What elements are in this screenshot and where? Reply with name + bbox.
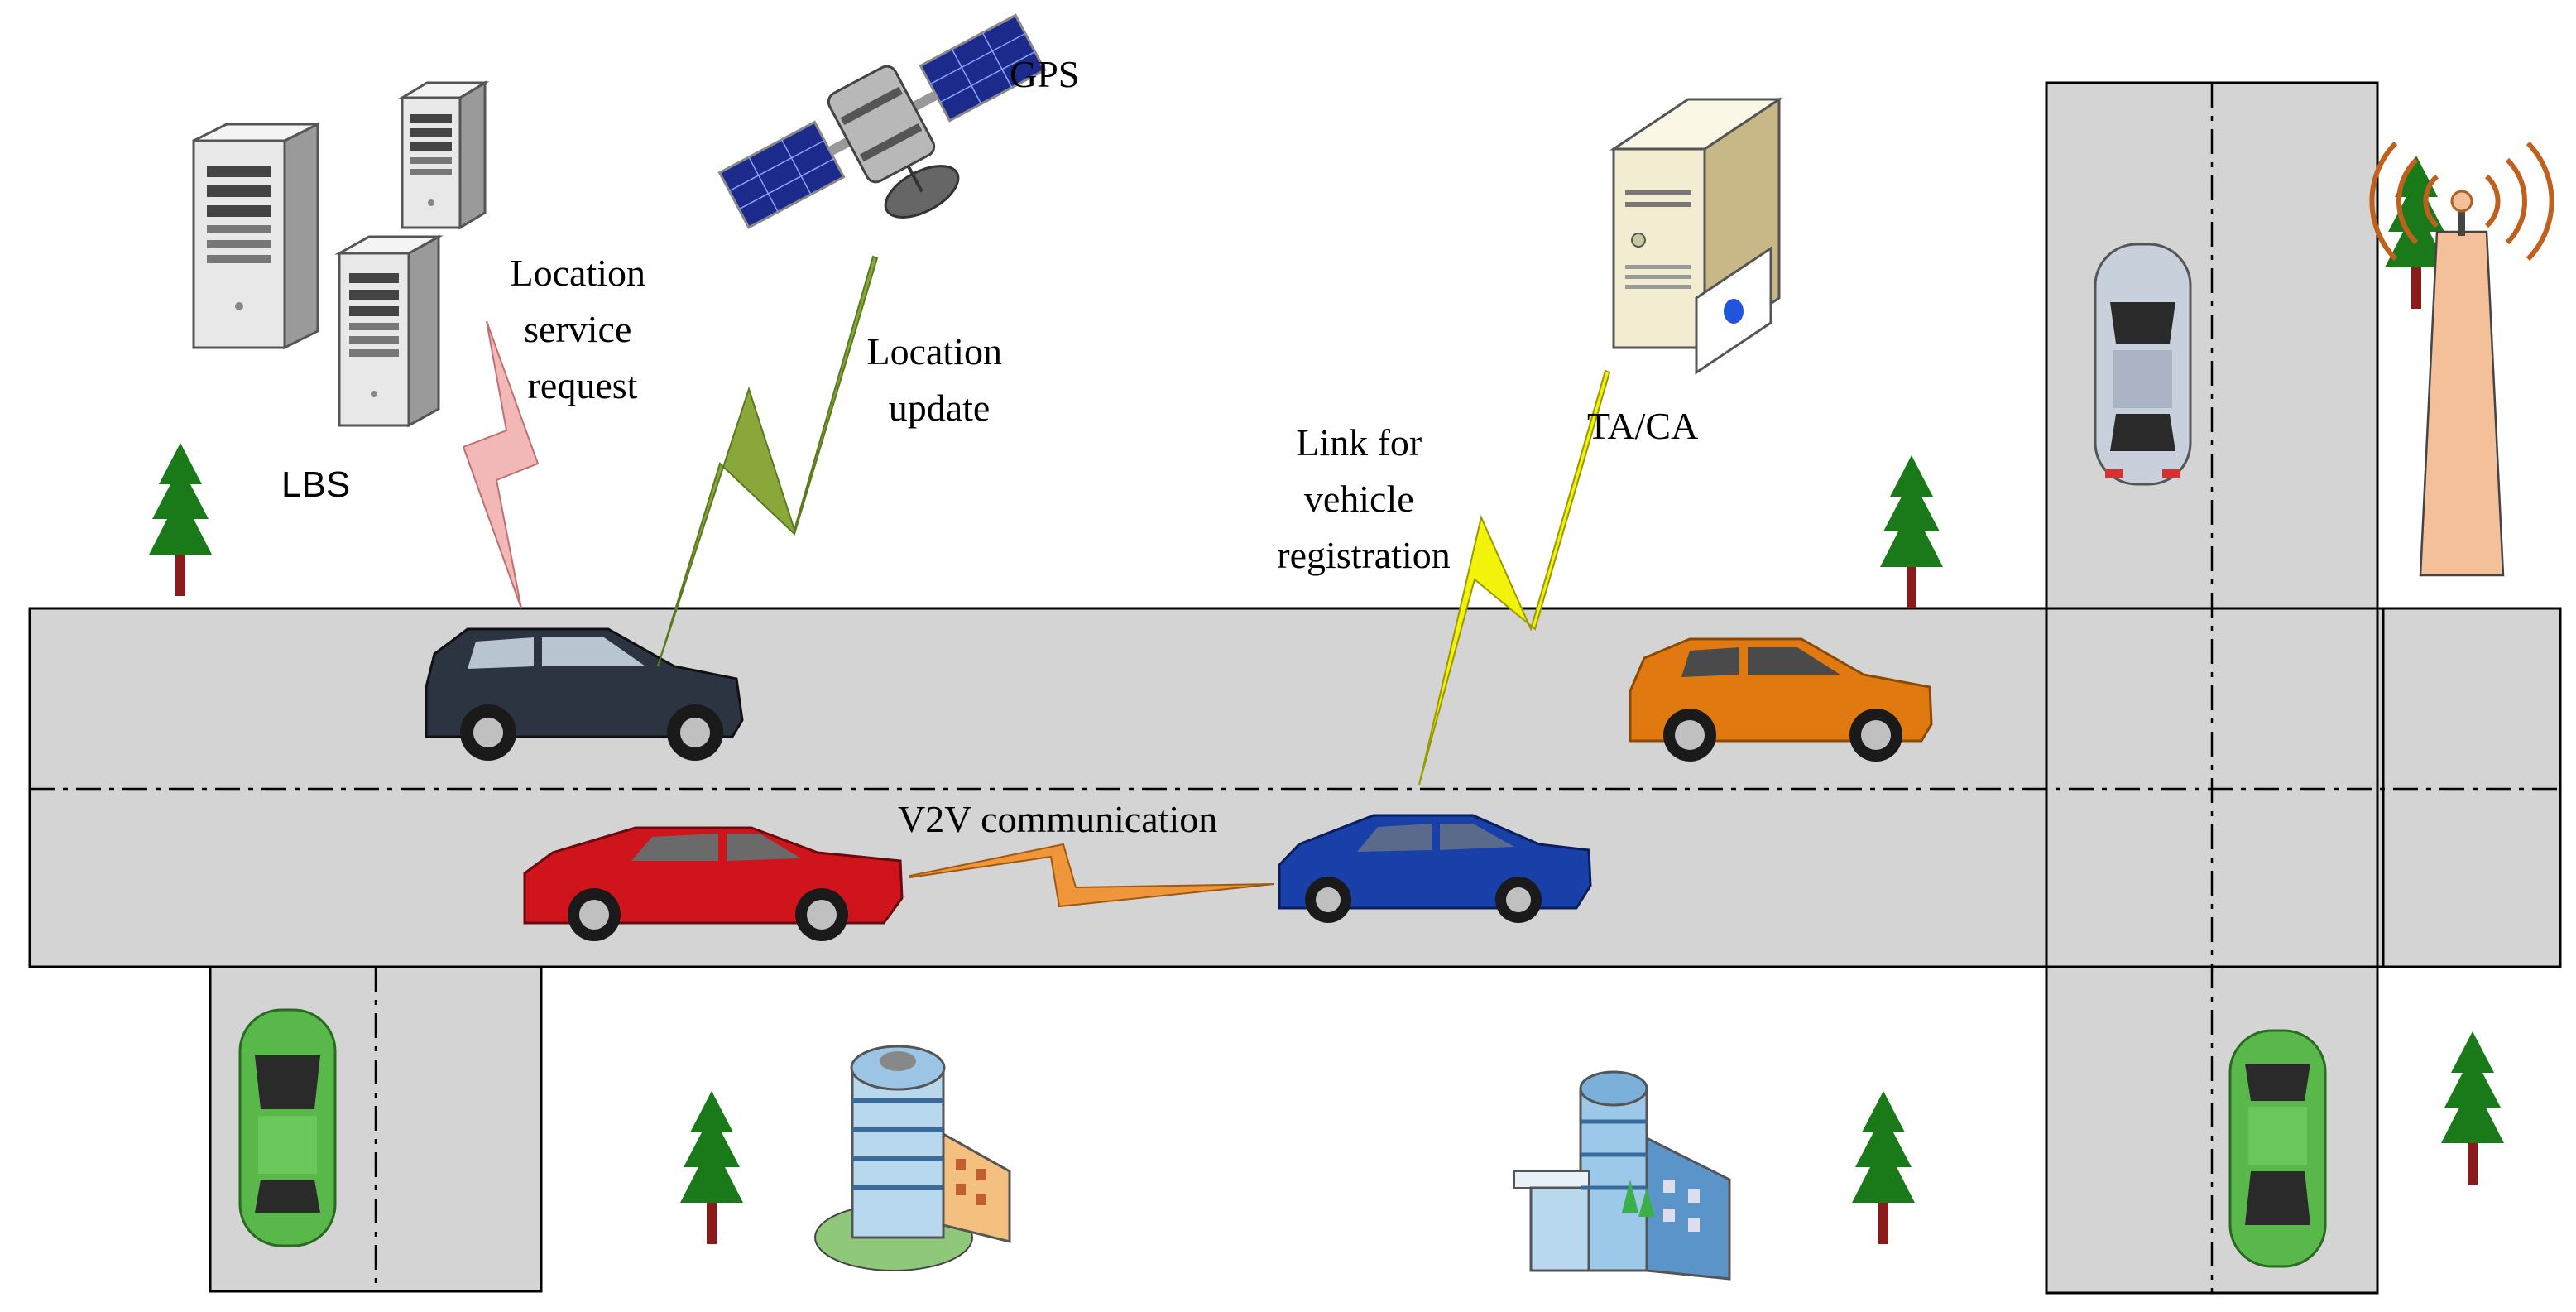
- link-for-vehicle-registration-line: vehicle: [1304, 478, 1414, 520]
- lbs-label: LBS: [281, 464, 350, 505]
- location-update-line: update: [889, 387, 991, 429]
- v2v-communication-label: V2V communication: [898, 798, 1217, 840]
- office-building-icon: [814, 1045, 1011, 1271]
- car-silver-topview: [2094, 243, 2192, 486]
- server-tower-icon: [192, 80, 490, 428]
- links: [462, 255, 1611, 908]
- link-ta: [1418, 369, 1611, 786]
- link-gps: [657, 255, 879, 667]
- link-v2v: [909, 843, 1275, 908]
- link-lbs: [462, 320, 540, 609]
- car-orange-suv: [1629, 637, 1933, 762]
- tree-icon: [1852, 1091, 1915, 1244]
- ta-ca-label: TA/CA: [1587, 405, 1698, 447]
- tree-icon: [680, 1091, 743, 1244]
- car-green-topview: [2228, 1029, 2327, 1268]
- link-for-vehicle-registration-label: Link for vehicle registration: [1277, 421, 1451, 576]
- tree-icon: [2441, 1031, 2504, 1185]
- link-for-vehicle-registration-line: Link for: [1296, 421, 1422, 464]
- server-certificate-icon: [1609, 97, 1783, 375]
- location-service-request-label: Location service request: [511, 252, 655, 406]
- trees: [149, 156, 2504, 1244]
- car-green-topview: [238, 1008, 337, 1247]
- satellite-icon: [717, 13, 1047, 229]
- gps-label: GPS: [1010, 53, 1079, 95]
- office-building-icon: [1513, 1070, 1731, 1281]
- tree-icon: [2385, 156, 2448, 309]
- tree-icon: [149, 443, 212, 596]
- tree-icon: [1880, 455, 1943, 608]
- location-service-request-line: request: [528, 364, 638, 406]
- antenna-tower-icon: [2369, 141, 2554, 577]
- link-for-vehicle-registration-line: registration: [1277, 534, 1451, 576]
- location-update-label: Location update: [867, 330, 1012, 429]
- car-red-sedan: [523, 826, 904, 941]
- location-update-line: Location: [867, 330, 1003, 372]
- location-service-request-line: service: [524, 308, 631, 350]
- location-service-request-line: Location: [511, 252, 646, 294]
- car-dark-suv: [425, 627, 744, 761]
- car-blue-sedan: [1278, 814, 1592, 923]
